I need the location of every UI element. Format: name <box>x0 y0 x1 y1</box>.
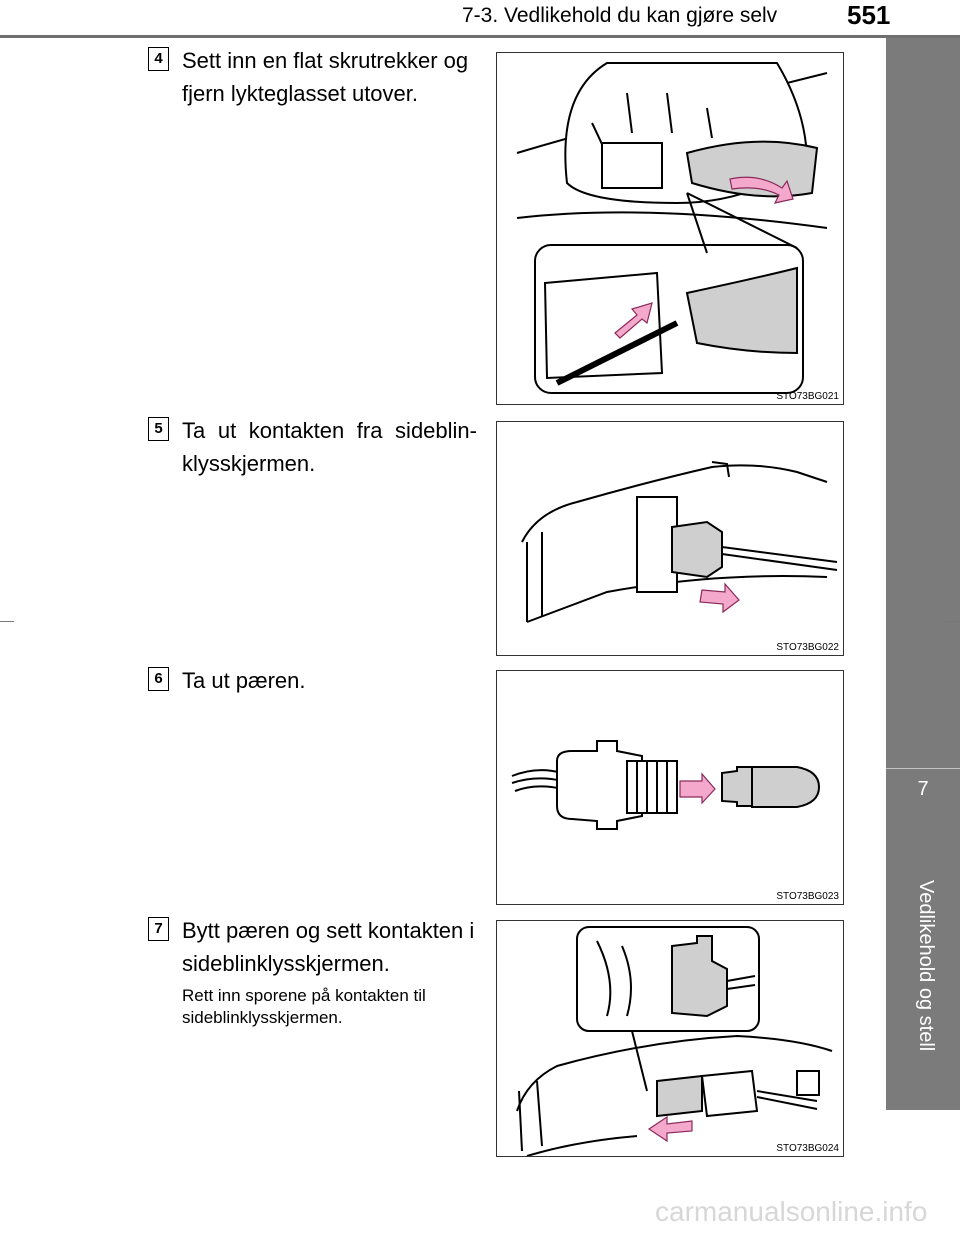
arrow-icon <box>729 176 794 204</box>
step-7-note: Rett inn sporene på kontakten til sidebl… <box>182 986 426 1027</box>
step-7-text: Bytt pæren og sett kontakten i sideblink… <box>182 918 475 976</box>
arrow-icon <box>699 582 740 614</box>
chapter-number: 7 <box>917 778 929 800</box>
arrow-icon <box>679 772 716 805</box>
section-title: 7-3. Vedlikehold du kan gjøre selv <box>462 4 778 27</box>
mirror-lens-illustration <box>516 62 828 394</box>
figure-install-bulb: STO73BG024 <box>496 920 844 1157</box>
header-rule <box>0 35 960 38</box>
arrow-icon <box>614 302 653 339</box>
arrow-icon <box>647 1115 693 1143</box>
connector-illustration <box>521 461 838 623</box>
bulb-illustration <box>511 740 821 830</box>
step-number-7: 7 <box>148 917 169 941</box>
step-number-6: 6 <box>148 667 169 691</box>
figure-code: STO73BG023 <box>776 891 839 902</box>
figure-code: STO73BG022 <box>776 642 839 653</box>
page-number: 551 <box>847 0 891 30</box>
chapter-tab: 7 <box>886 38 960 1110</box>
crop-mark-right <box>946 621 960 622</box>
chapter-title: Vedlikehold og stell <box>915 880 937 1052</box>
step-number-4: 4 <box>148 47 169 71</box>
install-illustration <box>516 926 833 1156</box>
tab-divider <box>886 768 960 769</box>
crop-mark-left <box>0 621 14 622</box>
step-5-text: Ta ut kontakten fra sideblin-klysskjerme… <box>182 418 477 476</box>
step-6-text: Ta ut pæren. <box>182 668 306 693</box>
figure-code: STO73BG024 <box>776 1143 839 1154</box>
figure-remove-lens: STO73BG021 <box>496 52 844 405</box>
figure-code: STO73BG021 <box>776 391 839 402</box>
step-number-5: 5 <box>148 417 169 441</box>
step-4-text: Sett inn en flat skrutrekker og fjern ly… <box>182 48 469 106</box>
watermark: carmanualsonline.info <box>655 1196 928 1227</box>
figure-remove-bulb: STO73BG023 <box>496 670 844 905</box>
figure-remove-connector: STO73BG022 <box>496 421 844 656</box>
